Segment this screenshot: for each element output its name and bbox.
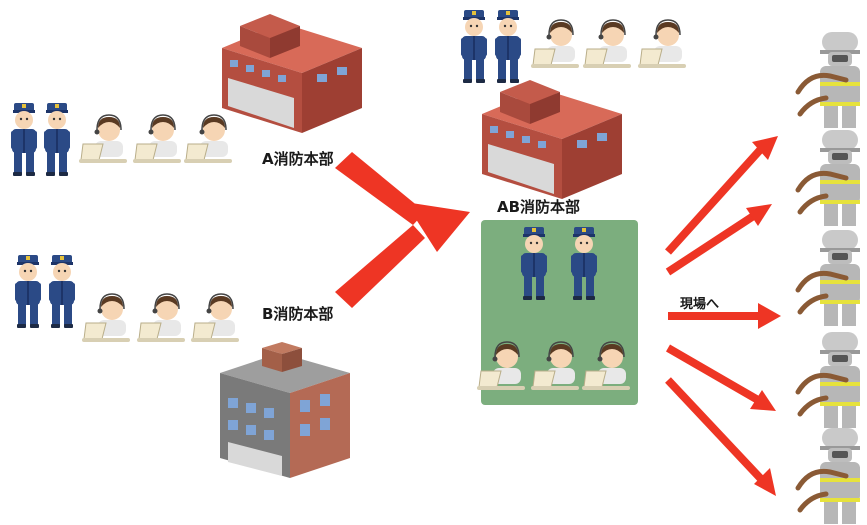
firefighter-icon	[798, 428, 860, 524]
a-hq-label: A消防本部	[262, 150, 334, 168]
firefighter-icon	[798, 130, 860, 226]
dispatch-arrow-4	[665, 344, 761, 404]
dispatch-arrowhead-5	[754, 468, 776, 496]
firefighter-icon	[798, 230, 860, 326]
merge-arrows	[335, 152, 470, 308]
operator-icon	[132, 114, 182, 164]
site-firefighters	[798, 32, 860, 524]
dispatch-arrow-1	[665, 147, 763, 255]
dispatch-arrows	[665, 136, 781, 496]
officer-icon	[461, 10, 487, 83]
operator-icon	[190, 293, 240, 343]
dispatch-arrowhead-3	[758, 303, 781, 329]
arrow-merge-head	[405, 202, 470, 252]
officer-icon	[49, 255, 75, 328]
ab-hq-building	[482, 80, 622, 199]
b-hq-label: B消防本部	[262, 305, 334, 323]
operator-icon	[530, 19, 580, 69]
dispatch-arrow-5	[665, 377, 765, 483]
ab-hq-label: AB消防本部	[497, 198, 581, 216]
operator-icon	[637, 19, 687, 69]
dispatch-arrowhead-2	[746, 204, 772, 226]
operator-icon	[183, 114, 233, 164]
officer-icon	[44, 103, 70, 176]
to-site-label: 現場へ	[680, 297, 720, 312]
operator-icon	[136, 293, 186, 343]
dispatch-arrowhead-4	[750, 390, 776, 411]
dispatch-arrowhead-1	[752, 136, 778, 160]
b-hq-building	[220, 342, 350, 478]
arrow-a-to-ab	[335, 152, 425, 225]
firefighter-icon	[798, 332, 860, 428]
a-hq-building	[222, 14, 362, 133]
officer-icon	[495, 10, 521, 83]
arrow-b-to-ab	[335, 225, 425, 308]
ab-command-box	[476, 220, 638, 405]
operator-icon	[78, 114, 128, 164]
b-hq-staff	[15, 255, 240, 343]
a-hq-staff	[11, 103, 233, 176]
dispatch-arrow-2	[665, 211, 758, 276]
firefighter-icon	[798, 32, 860, 128]
operator-icon	[81, 293, 131, 343]
officer-icon	[15, 255, 41, 328]
operator-icon	[582, 19, 632, 69]
officer-icon	[11, 103, 37, 176]
ab-top-staff	[461, 10, 687, 83]
